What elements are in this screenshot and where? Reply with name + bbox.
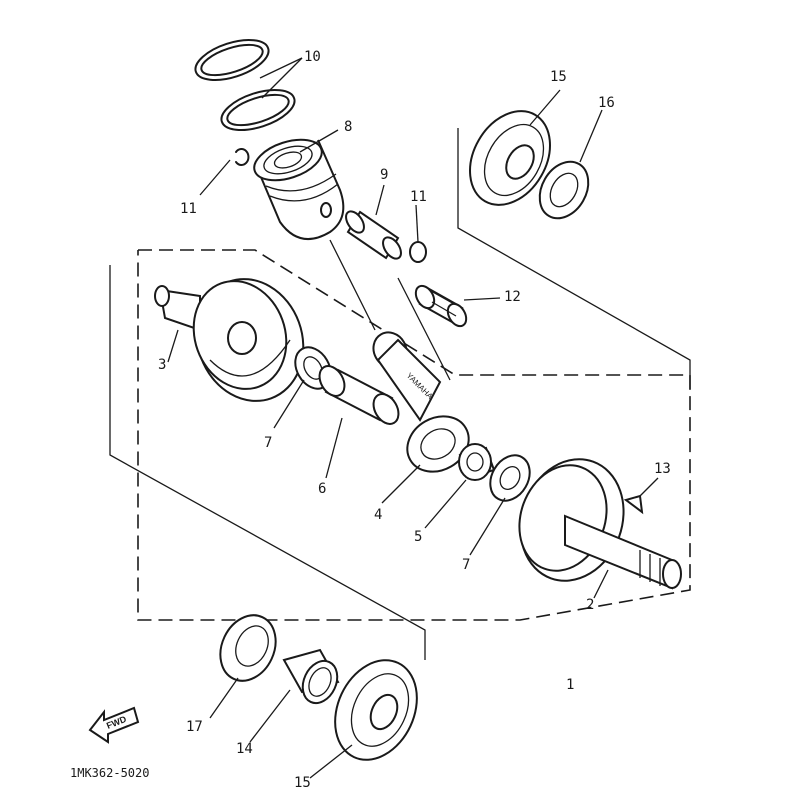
figure-code: 1MK362-5020 [70, 766, 150, 780]
callout-6: 6 [318, 481, 327, 497]
leader-lines [167, 57, 659, 779]
main-bearing-lower [334, 659, 418, 761]
callout-10: 10 [304, 49, 321, 65]
oil-seal-lower [219, 614, 277, 682]
bearing-group-outline [457, 128, 691, 390]
collar [282, 648, 340, 705]
callout-3: 3 [158, 357, 167, 373]
callout-1: 1 [566, 677, 575, 693]
crank-half-right [518, 458, 682, 590]
crank-pin [318, 365, 400, 425]
main-bearing-upper [469, 110, 551, 206]
callout-15-lower: 15 [294, 775, 311, 791]
piston [253, 138, 345, 241]
callout-16: 16 [598, 95, 615, 111]
circlip-right [409, 241, 427, 263]
callout-8: 8 [344, 119, 353, 135]
callout-17: 17 [186, 719, 203, 735]
callout-5: 5 [414, 529, 423, 545]
thrust-washer-right [489, 454, 531, 502]
small-end-bearing [414, 284, 468, 328]
callout-7-left: 7 [264, 435, 273, 451]
connecting-rod: YAMAHA [372, 331, 470, 473]
crank-half-left [154, 278, 305, 402]
callout-11-left: 11 [180, 201, 197, 217]
circlip-left [235, 148, 250, 166]
callout-4: 4 [374, 507, 383, 523]
big-end-bearing [458, 443, 496, 481]
callout-14: 14 [236, 741, 253, 757]
pin-alignment-line [329, 239, 376, 331]
callout-2: 2 [586, 597, 595, 613]
piston-rings [194, 39, 296, 131]
crankshaft-group-outline [109, 265, 426, 660]
oil-seal-upper [538, 160, 590, 220]
piston-pin [345, 210, 402, 260]
forward-arrow-icon: FWD [88, 706, 140, 744]
callout-9: 9 [380, 167, 389, 183]
piston-group-outline [137, 249, 691, 621]
callout-12: 12 [504, 289, 521, 305]
callout-11-right: 11 [410, 189, 427, 205]
callout-13: 13 [654, 461, 671, 477]
callout-15-upper: 15 [550, 69, 567, 85]
bearing-alignment-line [397, 277, 451, 381]
woodruff-key [623, 494, 644, 515]
callout-7-right: 7 [462, 557, 471, 573]
